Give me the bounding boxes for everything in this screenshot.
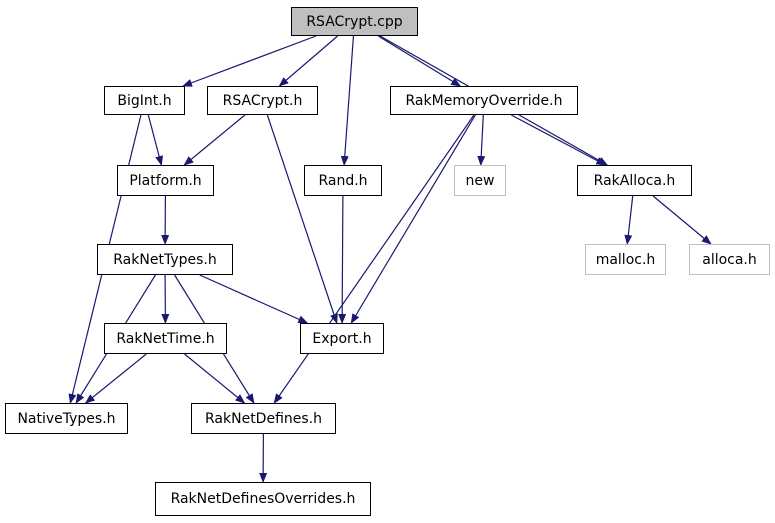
node-raknettypes-h[interactable]: RakNetTypes.h <box>97 244 233 275</box>
edge-rakmemoryoverride_h-to-new <box>477 114 486 166</box>
node-new: new <box>454 165 506 196</box>
edge-raknettime_h-to-nativetypes_h <box>84 353 147 404</box>
edge-rakalloca_h-to-alloca_h <box>652 195 712 245</box>
edge-rsacrypt_cpp-to-rakmemoryoverride_h <box>377 35 462 87</box>
edge-bigint_h-to-platform_h <box>147 114 164 166</box>
edge-rsacrypt_cpp-to-rsacrypt_h <box>278 35 339 87</box>
node-rsacrypt-h[interactable]: RSACrypt.h <box>207 86 318 115</box>
edge-rakmemoryoverride_h-to-export_h <box>350 114 476 324</box>
node-nativetypes-h[interactable]: NativeTypes.h <box>5 403 128 434</box>
node-platform-h[interactable]: Platform.h <box>117 165 214 196</box>
edge-rakmemoryoverride_h-to-raknetdefines_h <box>273 114 475 404</box>
node-rakmemoryoverride-h[interactable]: RakMemoryOverride.h <box>390 86 578 115</box>
node-raknetdefines-h[interactable]: RakNetDefines.h <box>191 403 336 434</box>
edge-rakalloca_h-to-malloc_h <box>624 195 634 245</box>
node-export-h[interactable]: Export.h <box>300 323 384 354</box>
edge-rakmemoryoverride_h-to-rakalloca_h <box>510 114 607 166</box>
edge-rsacrypt_h-to-platform_h <box>183 114 246 166</box>
node-raknetdefinesoverrides-h[interactable]: RakNetDefinesOverrides.h <box>155 482 371 516</box>
node-malloc-h: malloc.h <box>585 244 666 275</box>
edge-raknettypes_h-to-export_h <box>199 274 309 324</box>
edge-rsacrypt_cpp-to-rand_h <box>340 35 355 166</box>
edge-rsacrypt_cpp-to-bigint_h <box>182 35 317 87</box>
node-bigint-h[interactable]: BigInt.h <box>104 86 185 115</box>
node-rsacrypt-cpp[interactable]: RSACrypt.cpp <box>291 7 418 36</box>
edge-raknettime_h-to-raknetdefines_h <box>184 353 246 404</box>
edge-rand_h-to-export_h <box>338 195 347 324</box>
node-alloca-h: alloca.h <box>689 244 770 275</box>
edge-rsacrypt_h-to-export_h <box>266 114 338 324</box>
node-raknettime-h[interactable]: RakNetTime.h <box>104 323 227 354</box>
node-rakalloca-h[interactable]: RakAlloca.h <box>577 165 692 196</box>
node-rand-h[interactable]: Rand.h <box>304 165 382 196</box>
